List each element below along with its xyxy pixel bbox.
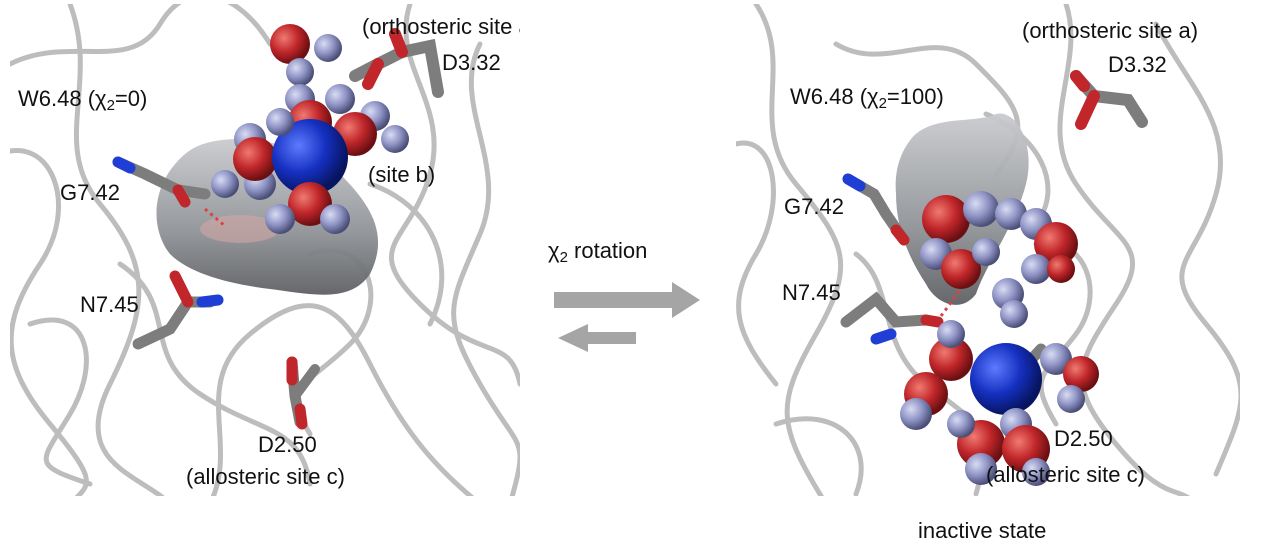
sodium-hydration-cluster-right: [900, 320, 1099, 486]
sodium-hydration-cluster: [211, 84, 409, 234]
orthosteric-site-label-right: (orthosteric site a): [1022, 18, 1199, 43]
allosteric-site-label-right: (allosteric site c): [986, 462, 1145, 487]
protein-ribbons: [10, 4, 520, 496]
inactive-state-caption: inactive state: [918, 518, 1047, 543]
n745-label-right: N7.45: [782, 280, 841, 305]
right-molecular-render: [736, 4, 1240, 496]
n745-label-left: N7.45: [80, 292, 139, 317]
chi2-rotation-label: χ2 rotation: [548, 238, 648, 266]
left-molecular-render: [10, 4, 520, 496]
w648-label-right: W6.48 (χ2=100): [790, 84, 944, 112]
right-structure-panel: (orthosteric site a) D3.32 W6.48 (χ2=100…: [736, 4, 1240, 496]
reverse-arrow: [558, 324, 636, 352]
water-molecule: [270, 24, 342, 86]
orthosteric-site-label-left: (orthosteric site a): [362, 14, 520, 39]
d332-label-left: D3.32: [442, 50, 501, 75]
residue-sticks: [112, 28, 444, 430]
g742-label-right: G7.42: [784, 194, 844, 219]
water-cluster-upper: [920, 191, 1078, 328]
equilibrium-arrows: [554, 282, 700, 352]
allosteric-site-label-left: (allosteric site c): [186, 464, 345, 489]
left-structure-panel: (orthosteric site a) D3.32 W6.48 (χ2=0) …: [10, 4, 520, 496]
d332-label-right: D3.32: [1108, 52, 1167, 77]
d250-label-right: D2.50: [1054, 426, 1113, 451]
d250-label-left: D2.50: [258, 432, 317, 457]
g742-label-left: G7.42: [60, 180, 120, 205]
w648-label-left: W6.48 (χ2=0): [18, 86, 148, 114]
forward-arrow: [554, 282, 700, 318]
site-b-label: (site b): [368, 162, 436, 187]
